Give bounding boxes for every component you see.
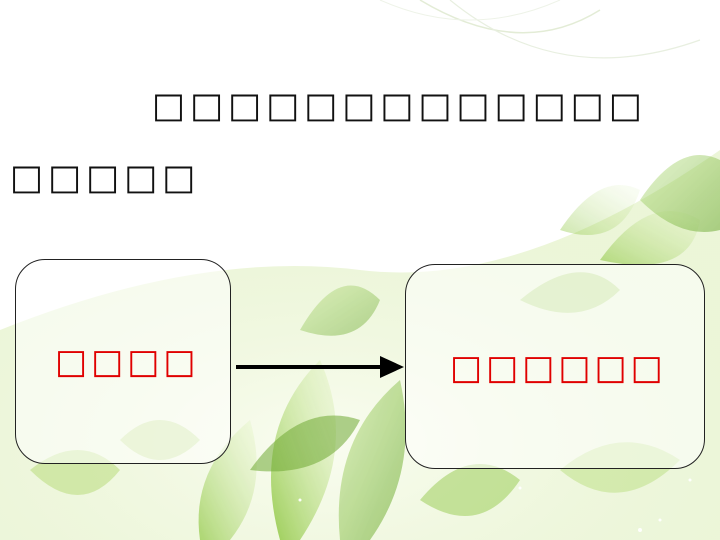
flow-start-label: □□□□ bbox=[55, 342, 200, 382]
heading-line-2: □□□□□ bbox=[10, 158, 201, 198]
flow-end-box bbox=[405, 264, 705, 469]
flow-start-box bbox=[15, 259, 231, 464]
heading-line-1: □□□□□□□□□□□□□ bbox=[152, 86, 647, 126]
flow-end-label: □□□□□□ bbox=[450, 348, 667, 388]
flow-arrow bbox=[236, 356, 404, 378]
